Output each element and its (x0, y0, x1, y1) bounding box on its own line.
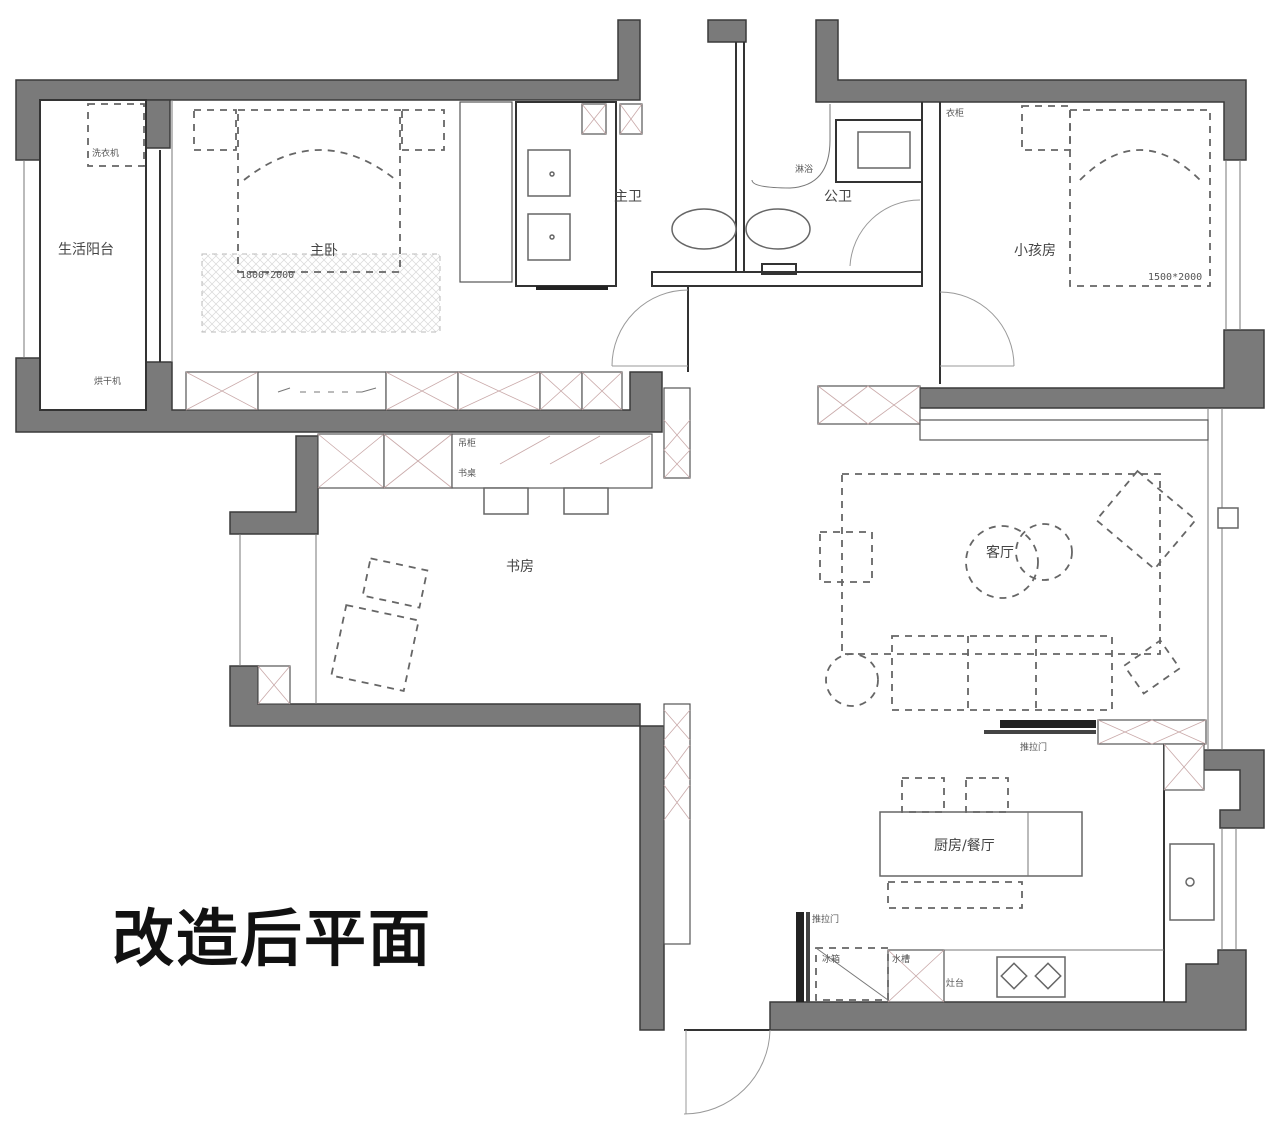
label-kitchen-dining: 厨房/餐厅 (934, 838, 995, 854)
label-upper-cabinet: 吊柜 (458, 437, 476, 449)
label-sink-cabinet: 水槽 (892, 953, 910, 965)
label-sliding-door-kitchen: 推拉门 (812, 913, 839, 925)
plan-title: 改造后平面 (112, 902, 433, 975)
label-study: 书房 (506, 559, 534, 575)
label-washer: 洗衣机 (92, 147, 119, 159)
label-small-bedroom: 小孩房 (1014, 243, 1056, 259)
label-shower: 淋浴 (795, 163, 813, 175)
walls (15, 19, 1265, 1031)
label-small-bed-size: 1500*2000 (1148, 272, 1202, 283)
interior-lines (23, 42, 1241, 1031)
furniture (87, 103, 1211, 909)
label-wardrobe: 衣柜 (946, 107, 964, 119)
label-dryer: 烘干机 (94, 375, 121, 387)
label-master-bed-size: 1800*2000 (240, 270, 294, 281)
label-stove: 灶台 (946, 977, 964, 989)
label-master-bath: 主卫 (614, 189, 642, 205)
doors (611, 199, 1096, 1115)
label-master-bedroom: 主卧 (310, 243, 338, 259)
label-balcony: 生活阳台 (58, 242, 114, 258)
label-sliding-door-living: 推拉门 (1020, 741, 1047, 753)
label-desk: 书桌 (458, 467, 476, 479)
label-fridge: 冰箱 (822, 953, 840, 965)
label-living-room: 客厅 (986, 544, 1014, 561)
cabinets (185, 101, 1215, 1003)
bath-fixtures (527, 103, 911, 290)
room-labels: 生活阳台 主卧 1800*2000 主卫 公卫 淋浴 小孩房 1500*2000… (58, 107, 1202, 989)
label-public-bath: 公卫 (824, 189, 852, 205)
